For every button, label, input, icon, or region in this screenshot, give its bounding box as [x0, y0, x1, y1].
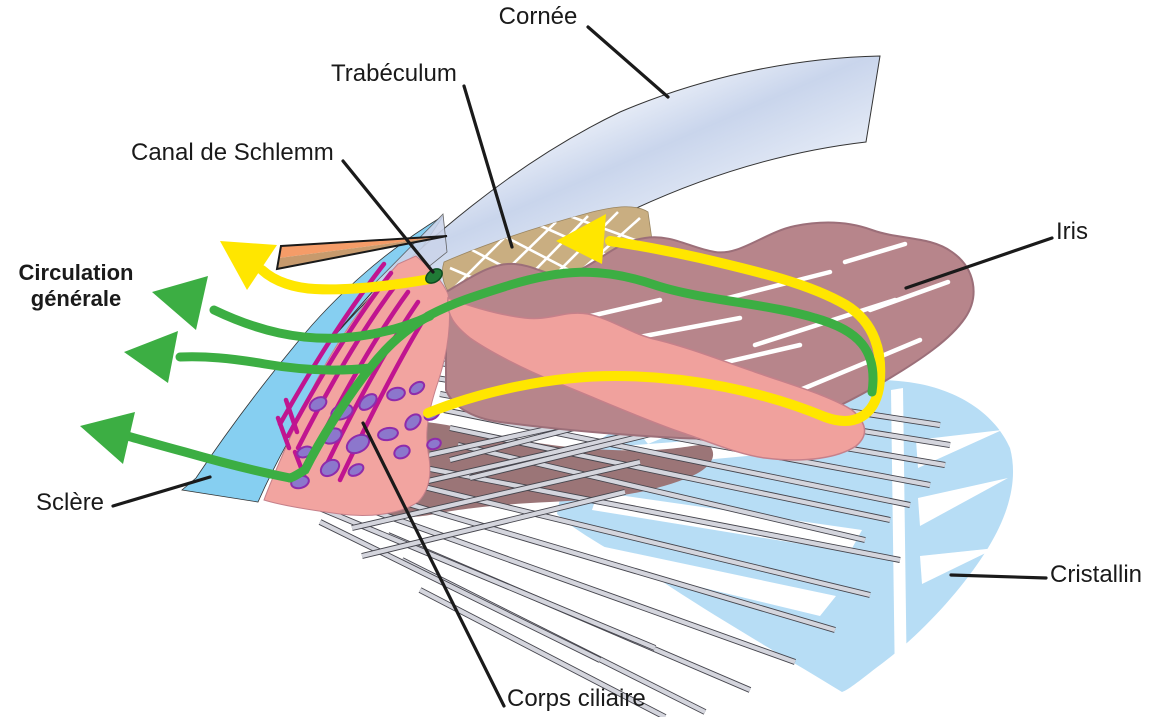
leader-trabeculum — [462, 84, 514, 249]
label-general-circulation-line2: générale — [30, 286, 122, 311]
leader-cornee — [586, 25, 670, 99]
aqueous-flow-arrowhead — [556, 214, 606, 264]
uveoscleral-branch-a — [209, 305, 435, 343]
label-schlemm-canal: Canal de Schlemm — [131, 139, 334, 166]
label-cornea: Cornée — [498, 3, 578, 30]
uveoscleral-branch-b — [175, 352, 375, 375]
label-general-circulation: Circulation générale — [6, 260, 146, 312]
green-arrowhead-b — [124, 331, 178, 383]
label-sclera: Sclère — [36, 489, 105, 516]
label-lens: Cristallin — [1050, 561, 1143, 588]
leader-lines — [111, 25, 1054, 708]
label-trabeculum: Trabéculum — [331, 60, 457, 87]
uveoscleral-main-path — [285, 267, 878, 483]
green-arrowhead-a — [152, 276, 208, 330]
leader-schlemm — [341, 159, 435, 274]
label-iris: Iris — [1056, 218, 1088, 245]
episcleral-vessel-wedge — [275, 235, 448, 271]
green-arrowhead-c — [80, 412, 135, 464]
leader-corps-ciliaire — [361, 421, 506, 708]
leader-sclere — [111, 475, 212, 508]
aqueous-flow-path — [423, 236, 886, 426]
uveoscleral-branch-c — [115, 429, 295, 483]
leader-cristallin — [949, 573, 1048, 580]
label-general-circulation-line1: Circulation — [18, 260, 134, 285]
schlemm-outflow-path — [257, 265, 435, 295]
leader-iris — [904, 236, 1054, 290]
schlemm-outflow-arrowhead — [220, 241, 277, 290]
label-ciliary-body: Corps ciliaire — [507, 685, 646, 712]
